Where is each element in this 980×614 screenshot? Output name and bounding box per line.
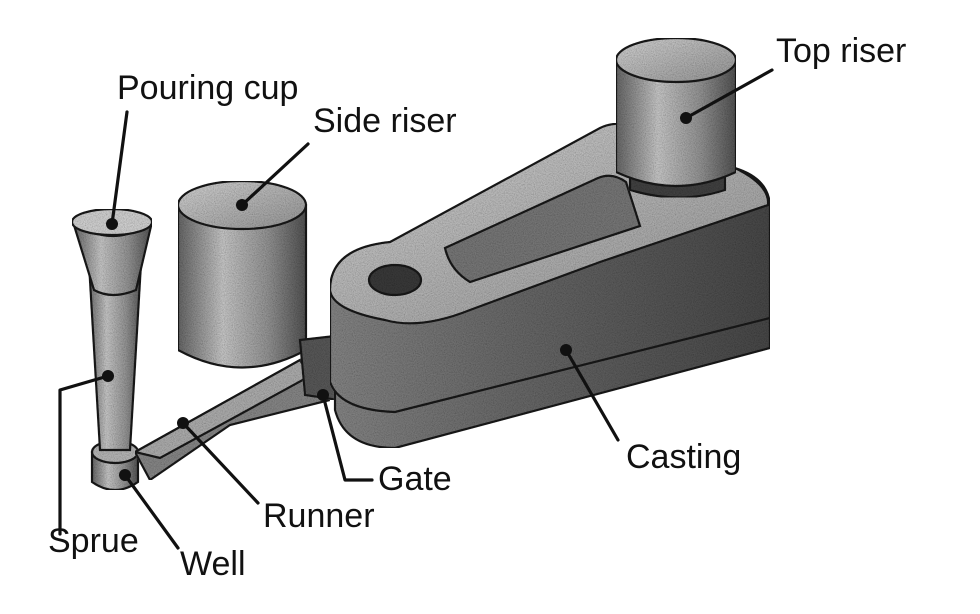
label-sprue: Sprue bbox=[48, 522, 139, 560]
leader-lines bbox=[58, 68, 774, 550]
side-riser-shape bbox=[176, 179, 340, 402]
top-riser-shape bbox=[614, 36, 738, 199]
runner-channel bbox=[132, 350, 332, 482]
label-well: Well bbox=[180, 545, 246, 583]
label-pouring-cup: Pouring cup bbox=[117, 69, 298, 107]
label-side-riser: Side riser bbox=[313, 102, 457, 140]
label-gate: Gate bbox=[378, 460, 452, 498]
label-runner: Runner bbox=[263, 497, 375, 535]
sprue-assembly bbox=[70, 207, 154, 492]
label-top-riser: Top riser bbox=[776, 32, 906, 70]
label-casting: Casting bbox=[626, 438, 741, 476]
